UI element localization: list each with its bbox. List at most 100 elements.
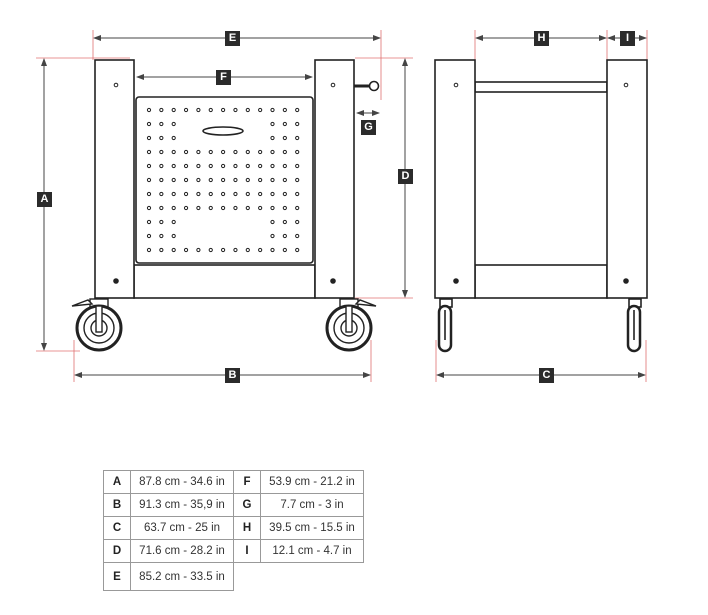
panel-hole [171,191,176,197]
panel-hole [258,205,263,211]
dim-key: F [233,470,261,494]
panel-hole [208,149,213,155]
panel-hole [245,247,250,253]
caster-wheel-right [325,298,377,352]
panel-hole [233,107,238,113]
panel-hole [171,219,176,225]
panel-hole [196,163,201,169]
panel-hole [146,219,152,225]
panel-hole [159,219,164,225]
panel-hole [270,191,275,197]
panel-hole [245,177,250,183]
dim-value: 71.6 cm - 28.2 in [130,539,234,563]
panel-hole [183,163,189,169]
panel-hole [282,205,287,211]
panel-hole [270,219,275,225]
panel-hole [159,135,164,141]
panel-hole [208,163,213,169]
dim-key: I [233,539,261,563]
panel-hole [208,191,213,197]
panel-hole [282,149,287,155]
panel-hole [270,233,275,239]
panel-hole [196,177,201,183]
panel-hole [171,233,176,239]
panel-hole [221,205,226,211]
panel-hole [270,205,275,211]
panel-hole [245,205,250,211]
panel-hole [221,163,226,169]
panel-hole [245,149,250,155]
panel-hole [146,149,152,155]
dim-key: E [103,562,131,591]
panel-hole [171,163,176,169]
panel-hole [295,177,300,183]
side-wheel-left [437,298,453,353]
dim-value: 87.8 cm - 34.6 in [130,470,234,494]
panel-hole [295,107,300,113]
dim-key: H [233,516,261,540]
panel-hole [146,233,152,239]
panel-hole [171,177,176,183]
dim-key: A [103,470,131,494]
panel-hole [233,163,238,169]
panel-hole [258,163,263,169]
panel-hole [295,219,300,225]
panel-hole [282,233,287,239]
panel-hole [183,177,189,183]
panel-hole [245,107,250,113]
panel-hole [159,191,164,197]
panel-hole [171,247,176,253]
panel-hole [183,191,189,197]
panel-hole [295,205,300,211]
panel-hole [208,205,213,211]
panel-hole [146,205,152,211]
panel-hole [146,121,152,127]
panel-hole [171,135,176,141]
panel-hole [282,219,287,225]
panel-hole [159,149,164,155]
panel-hole [258,149,263,155]
panel-hole [258,177,263,183]
panel-hole [171,149,176,155]
dim-value: 39.5 cm - 15.5 in [260,516,364,540]
panel-hole [295,191,300,197]
dimension-label-g: G [361,120,376,135]
dim-value: 7.7 cm - 3 in [260,493,364,517]
panel-hole [270,163,275,169]
caster-wheel-left [71,298,123,352]
panel-hole [270,177,275,183]
panel-hole [171,107,176,113]
panel-hole [221,107,226,113]
panel-hole [196,247,201,253]
dim-key: C [103,516,131,540]
panel-hole [258,191,263,197]
panel-hole [159,233,164,239]
panel-hole [196,191,201,197]
panel-hole [221,177,226,183]
panel-hole [282,247,287,253]
panel-hole [258,247,263,253]
panel-hole [282,121,287,127]
panel-hole [270,107,275,113]
panel-hole [159,107,164,113]
panel-hole [221,191,226,197]
panel-hole [146,163,152,169]
panel-hole [245,191,250,197]
panel-hole [159,247,164,253]
panel-hole [282,163,287,169]
panel-hole [245,163,250,169]
panel-hole [159,205,164,211]
panel-hole [146,247,152,253]
panel-hole [282,177,287,183]
panel-hole [282,191,287,197]
panel-hole [159,163,164,169]
dimension-label-c: C [539,368,554,383]
panel-hole [233,177,238,183]
